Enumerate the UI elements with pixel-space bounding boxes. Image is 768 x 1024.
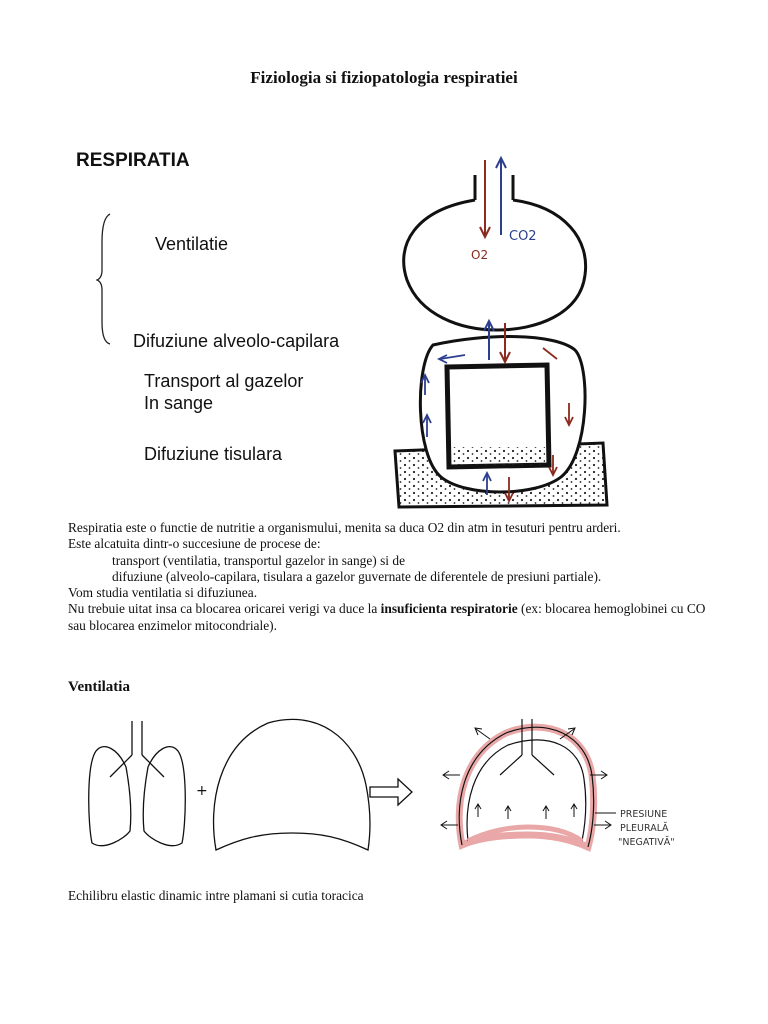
- step-ventilatie: Ventilatie: [155, 234, 229, 254]
- document-title: Fiziologia si fiziopatologia respiratiei: [250, 68, 518, 87]
- ventilation-caption: Echilibru elastic dinamic intre plamani …: [68, 888, 364, 903]
- step-transport-line2: In sange: [144, 393, 214, 413]
- step-transport-line1: Transport al gazelor: [144, 371, 304, 391]
- pressure-label-line3: "NEGATIVĂ": [618, 836, 675, 848]
- o2-label: O2: [471, 248, 488, 262]
- thorax-combined-illustration: [440, 719, 616, 852]
- paragraph-transport: transport (ventilatia, transportul gazel…: [112, 552, 406, 568]
- trachea: [473, 175, 515, 200]
- paragraph-insufficiency: Nu trebuie uitat insa ca blocarea oricar…: [68, 601, 708, 634]
- arrow-right-icon: [369, 777, 413, 807]
- respiratia-heading: RESPIRATIA: [76, 150, 190, 171]
- paragraph-study: Vom studia ventilatia si difuziunea.: [68, 585, 258, 601]
- insufficiency-term: insuficienta respiratorie: [380, 601, 518, 617]
- step-difuziune-tisulara: Difuziune tisulara: [144, 444, 283, 464]
- pressure-label-line1: PRESIUNE: [620, 809, 667, 820]
- insufficiency-text-after: (ex: blocarea hemoglobinei cu CO sau blo…: [68, 601, 706, 633]
- intro-text: Respiratia este o functie de nutritie a …: [68, 520, 708, 634]
- step-difuziune-alveolo-capilara: Difuziune alveolo-capilara: [133, 331, 340, 351]
- paragraph-difuziune: difuziune (alveolo-capilara, tisulara a …: [112, 568, 602, 584]
- lungs-illustration: [88, 721, 186, 847]
- co2-label: CO2: [509, 229, 537, 244]
- ventilation-diagram: + PRESIUNE PLEURALĂ "NEGATIVĂ": [88, 718, 675, 852]
- ventilatia-heading: Ventilatia: [68, 679, 130, 695]
- chest-wall-illustration: [212, 718, 371, 851]
- pressure-label-line2: PLEURALĂ: [620, 822, 669, 834]
- alveolus: [402, 198, 588, 332]
- paragraph-definition: Respiratia este o functie de nutritie a …: [68, 520, 621, 535]
- brace-icon: [96, 213, 111, 345]
- step-transport-gaze: Transport al gazelor In sange: [144, 370, 303, 414]
- plus-sign: +: [196, 783, 208, 799]
- respiration-diagram: O2 CO2: [393, 155, 609, 509]
- paragraph-composition: Este alcatuita dintr-o succesiune de pro…: [68, 536, 321, 552]
- insufficiency-text-before: Nu trebuie uitat insa ca blocarea oricar…: [68, 601, 381, 617]
